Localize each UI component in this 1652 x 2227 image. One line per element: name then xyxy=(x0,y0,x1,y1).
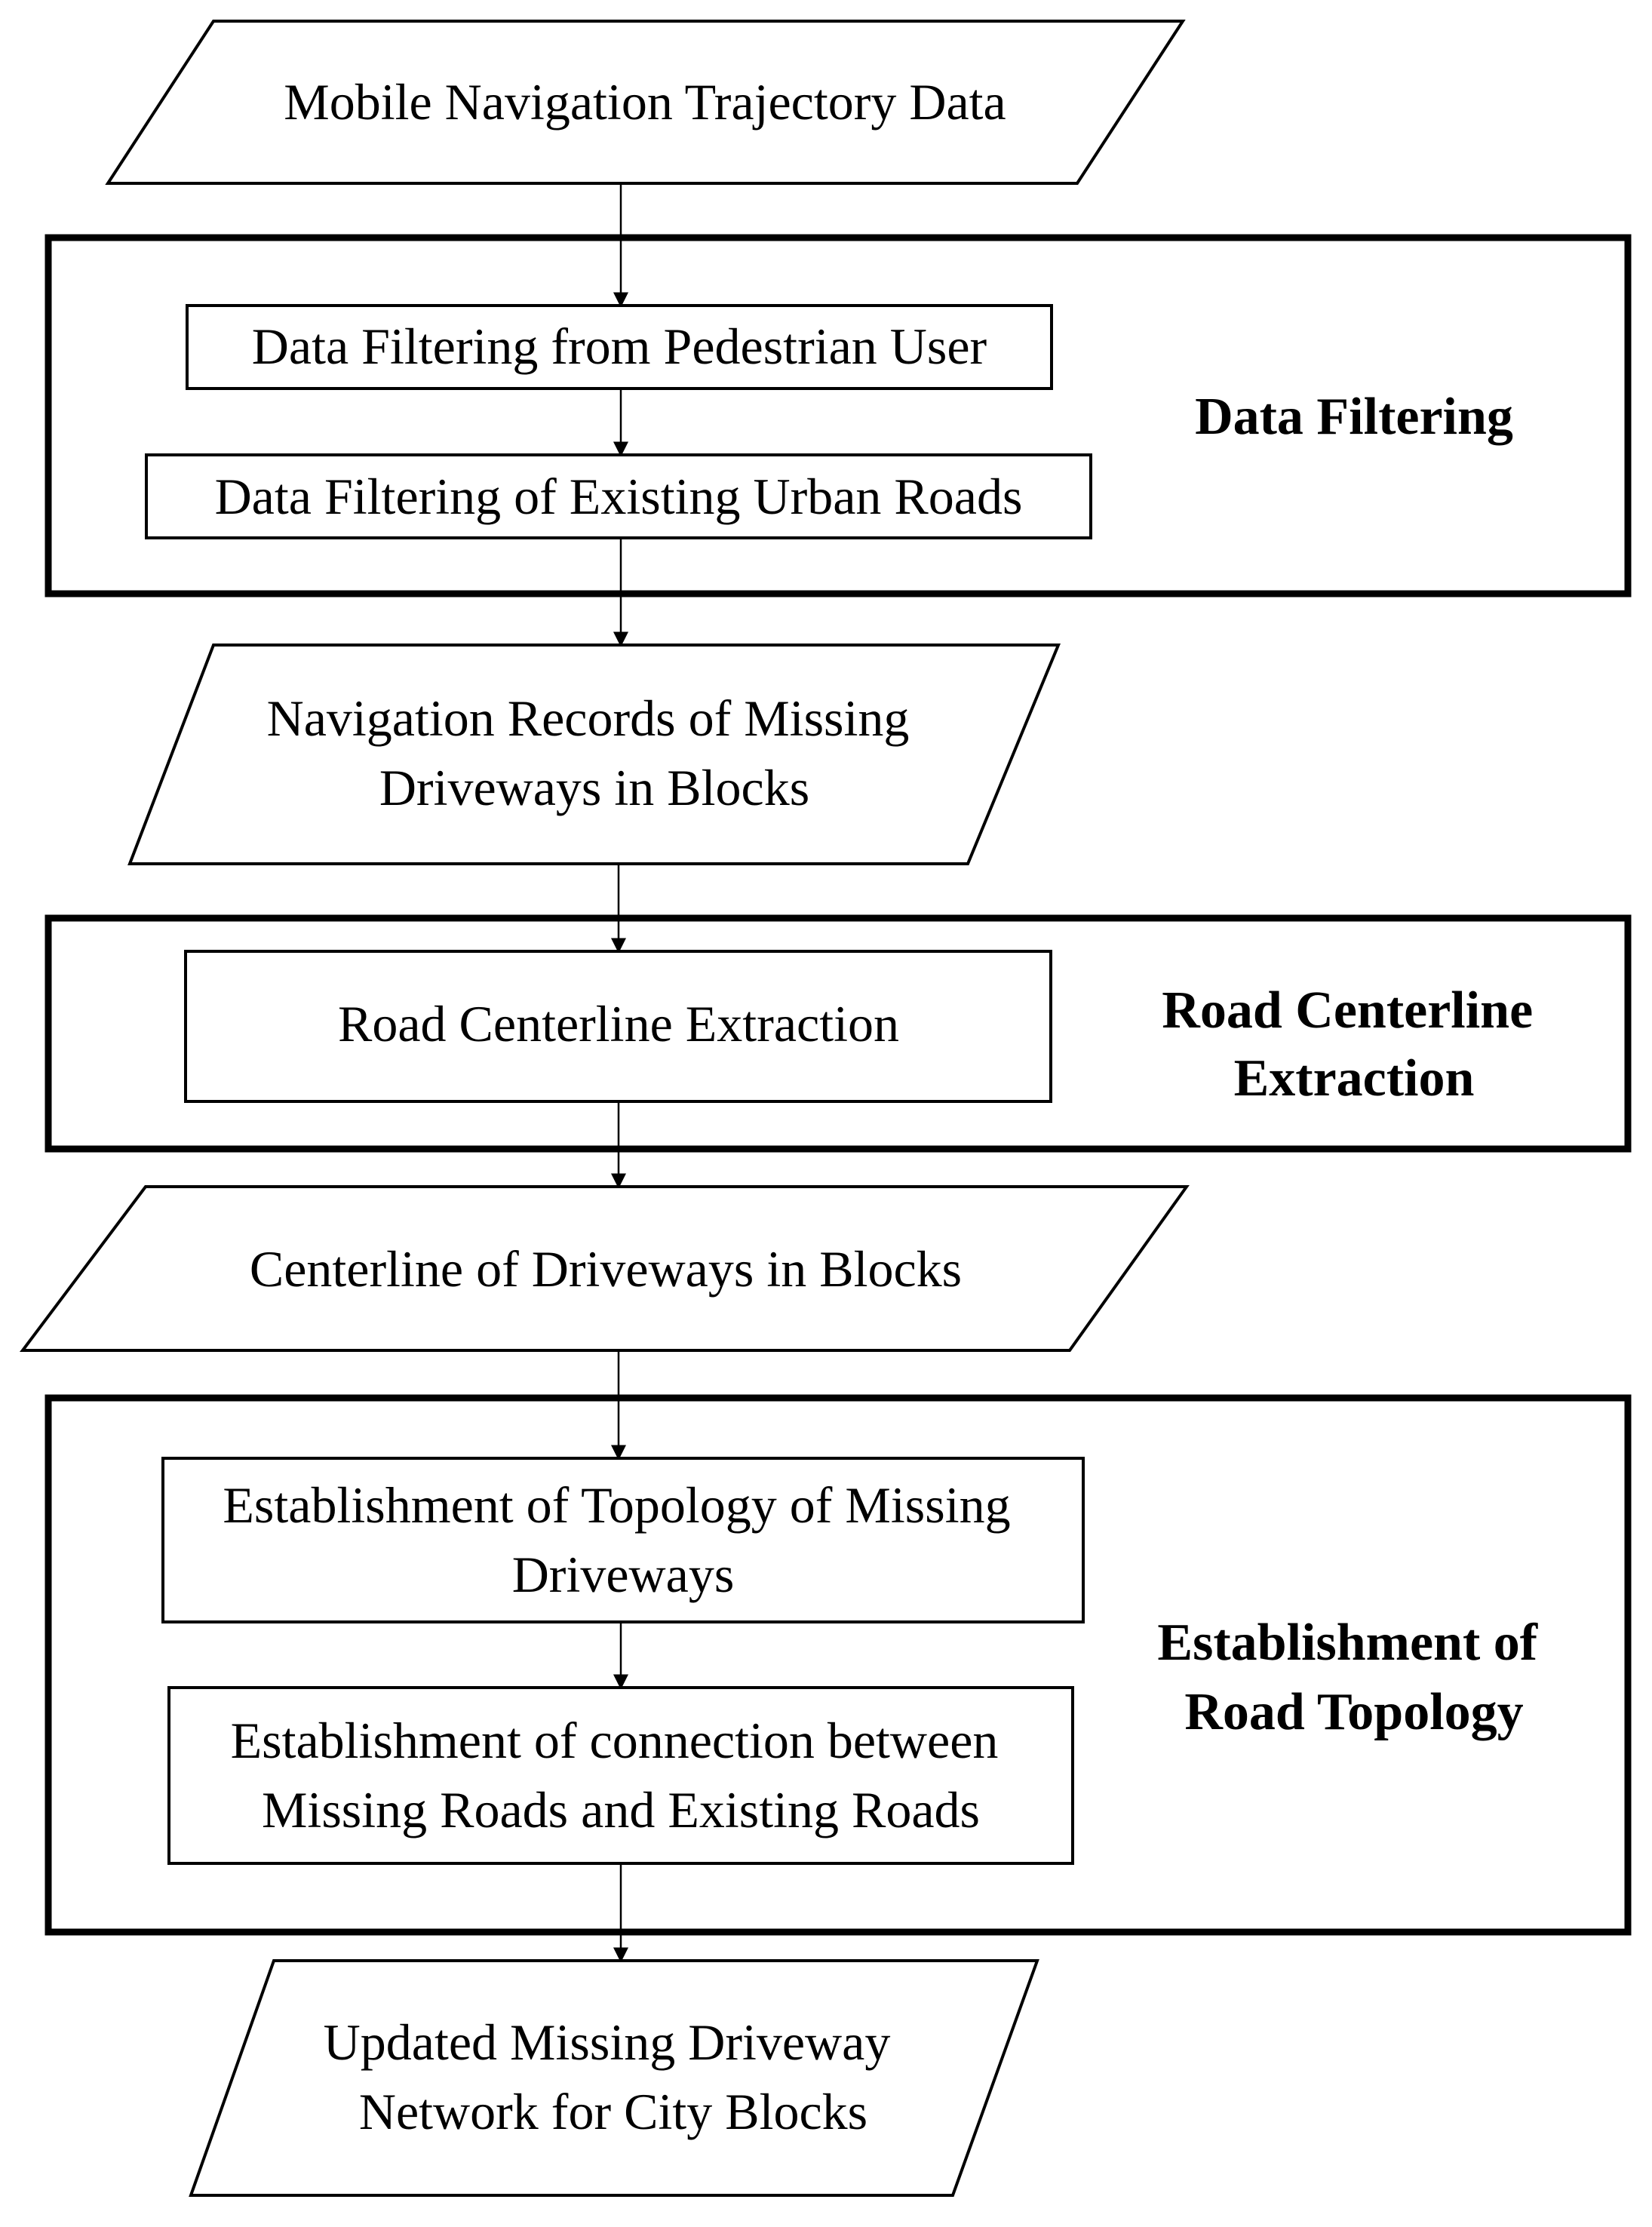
node-topology-missing xyxy=(161,1457,1085,1623)
node-navigation-records xyxy=(127,644,1061,865)
node-label-updated-network: Updated Missing Driveway Network for Cit… xyxy=(324,2014,904,2140)
group-box-data-filtering xyxy=(45,234,1632,597)
group-label-road-topology: Establishment of Road Topology xyxy=(1157,1614,1550,1741)
node-trajectory-data xyxy=(105,20,1186,185)
group-label-data-filtering: Data Filtering xyxy=(1195,388,1513,446)
node-label-urban-roads-filter: Data Filtering of Existing Urban Roads xyxy=(215,468,1023,525)
node-urban-roads-filter xyxy=(145,453,1092,539)
node-connection-roads xyxy=(167,1686,1074,1865)
node-label-pedestrian-filter: Data Filtering from Pedestrian User xyxy=(252,318,987,375)
node-label-navigation-records: Navigation Records of Missing Driveways … xyxy=(267,690,923,816)
node-label-topology-missing: Establishment of Topology of Missing Dri… xyxy=(223,1476,1023,1603)
group-box-road-centerline-extraction xyxy=(45,914,1632,1153)
group-box-road-topology xyxy=(45,1394,1632,1936)
node-updated-network xyxy=(189,1959,1039,2197)
node-centerline-extraction xyxy=(184,950,1052,1103)
node-label-centerline-extraction: Road Centerline Extraction xyxy=(338,995,899,1052)
node-label-connection-roads: Establishment of connection between Miss… xyxy=(231,1712,1012,1838)
node-pedestrian-filter xyxy=(186,304,1053,390)
group-label-road-centerline-extraction: Road Centerline Extraction xyxy=(1162,981,1546,1107)
node-label-centerline-driveways: Centerline of Driveways in Blocks xyxy=(250,1240,962,1298)
node-label-trajectory-data: Mobile Navigation Trajectory Data xyxy=(284,73,1006,131)
node-centerline-driveways xyxy=(19,1185,1190,1352)
